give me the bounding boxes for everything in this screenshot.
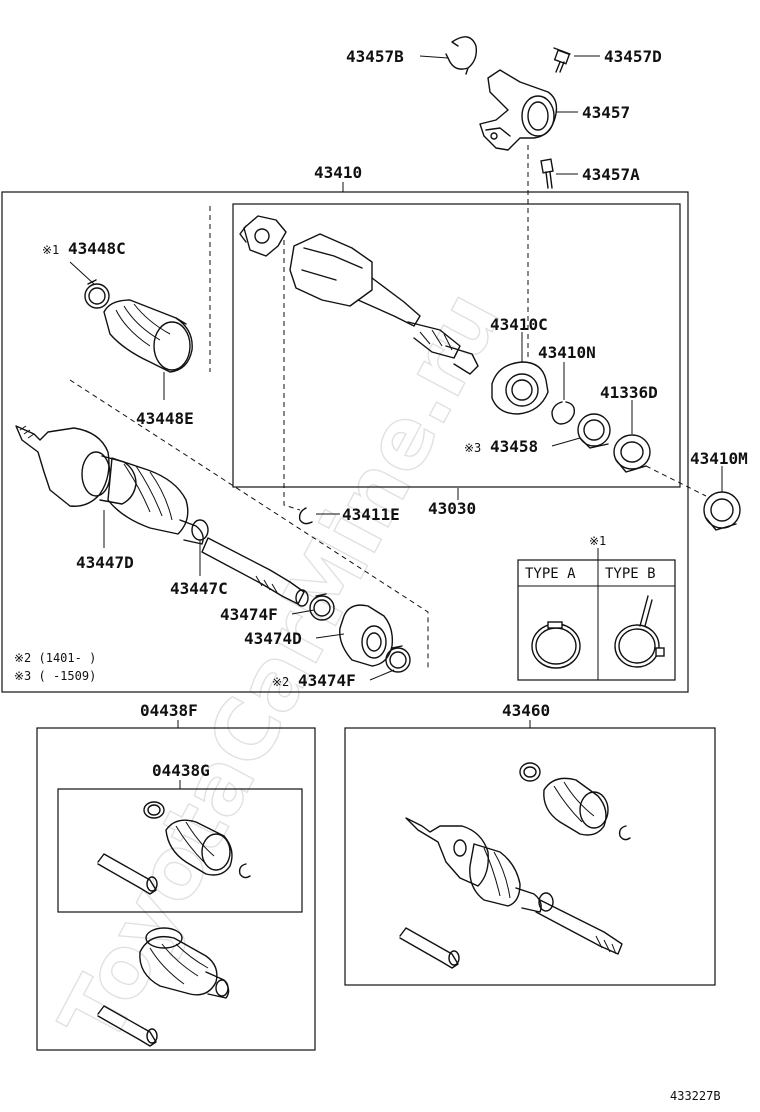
mark-1-43448C: ※1 bbox=[42, 243, 59, 257]
callout-43474F-b: 43474F bbox=[298, 671, 356, 690]
boot-clamp-43474F-a-icon bbox=[309, 593, 335, 621]
bearing-bracket-43457-icon bbox=[479, 69, 558, 151]
callout-43457: 43457 bbox=[582, 103, 630, 122]
kit-04438F-parts-icon bbox=[97, 927, 230, 1047]
snap-ring-43457B-icon bbox=[445, 36, 478, 75]
callout-43447C: 43447C bbox=[170, 579, 228, 598]
boot-43448E-icon bbox=[103, 299, 193, 373]
callout-43448E: 43448E bbox=[136, 409, 194, 428]
callout-43410: 43410 bbox=[314, 163, 362, 182]
callout-43410N: 43410N bbox=[538, 343, 596, 362]
diagram-id: 433227B bbox=[670, 1089, 721, 1103]
bolt-43457A-icon bbox=[540, 158, 554, 189]
callout-43448C: 43448C bbox=[68, 239, 126, 258]
note-2: ※2 (1401- ) bbox=[14, 651, 96, 665]
seal-43458-icon bbox=[577, 413, 611, 449]
type-a-label: TYPE A bbox=[525, 566, 576, 582]
callout-43457B: 43457B bbox=[346, 47, 404, 66]
callout-43457D: 43457D bbox=[604, 47, 662, 66]
tripod-joint-icon bbox=[239, 215, 287, 257]
boot-43447C-icon bbox=[107, 457, 209, 545]
callout-04438F: 04438F bbox=[140, 701, 198, 720]
dash-boot-frame bbox=[69, 206, 429, 668]
assembly-43030-box bbox=[232, 203, 681, 488]
bearing-43410C-icon bbox=[491, 361, 549, 415]
leader-lines bbox=[69, 55, 723, 789]
watermark: ToyotaCarMine.ru bbox=[41, 276, 520, 1059]
clamp-type-b-icon bbox=[614, 595, 665, 668]
callout-43447D: 43447D bbox=[76, 553, 134, 572]
callout-41336D: 41336D bbox=[600, 383, 658, 402]
snap-ring-43411E-icon bbox=[298, 507, 313, 525]
callout-43458: 43458 bbox=[490, 437, 538, 456]
callout-43411E: 43411E bbox=[342, 505, 400, 524]
mark-3-43458: ※3 bbox=[464, 441, 481, 455]
inboard-housing-icon bbox=[289, 233, 479, 375]
type-b-label: TYPE B bbox=[605, 566, 656, 582]
outboard-joint-43447D-icon bbox=[15, 425, 137, 507]
seal-41336D-icon bbox=[613, 434, 651, 473]
boot-43474D-icon bbox=[339, 604, 394, 667]
type-table: TYPE A TYPE B ※1 bbox=[517, 534, 676, 681]
assembly-43410-box bbox=[1, 191, 689, 693]
center-dash-inboard bbox=[645, 465, 707, 497]
callout-43457A: 43457A bbox=[582, 165, 640, 184]
callout-43474D: 43474D bbox=[244, 629, 302, 648]
clamp-type-a-icon bbox=[531, 621, 581, 669]
seal-43410M-icon bbox=[703, 491, 741, 531]
note-3: ※3 ( -1509) bbox=[14, 669, 96, 683]
kit-43460-parts-icon bbox=[399, 762, 631, 969]
type-table-mark: ※1 bbox=[589, 534, 606, 548]
kit-04438F-box bbox=[36, 727, 316, 1051]
callout-43474F-a: 43474F bbox=[220, 605, 278, 624]
callout-43030: 43030 bbox=[428, 499, 476, 518]
boot-clamp-43474F-b-icon bbox=[385, 645, 411, 673]
boot-clamp-43448C-icon bbox=[84, 279, 110, 309]
kit-04438G-parts-icon bbox=[97, 801, 251, 895]
callout-43460: 43460 bbox=[502, 701, 550, 720]
snap-ring-43410N-icon bbox=[551, 401, 576, 425]
bolt-43457D-icon bbox=[553, 47, 571, 73]
mark-2-43474F: ※2 bbox=[272, 675, 289, 689]
callout-04438G: 04438G bbox=[152, 761, 210, 780]
callout-43410C: 43410C bbox=[490, 315, 548, 334]
callout-43410M: 43410M bbox=[690, 449, 748, 468]
axle-shaft-icon bbox=[201, 537, 309, 607]
dash-left-vertical bbox=[283, 240, 301, 511]
